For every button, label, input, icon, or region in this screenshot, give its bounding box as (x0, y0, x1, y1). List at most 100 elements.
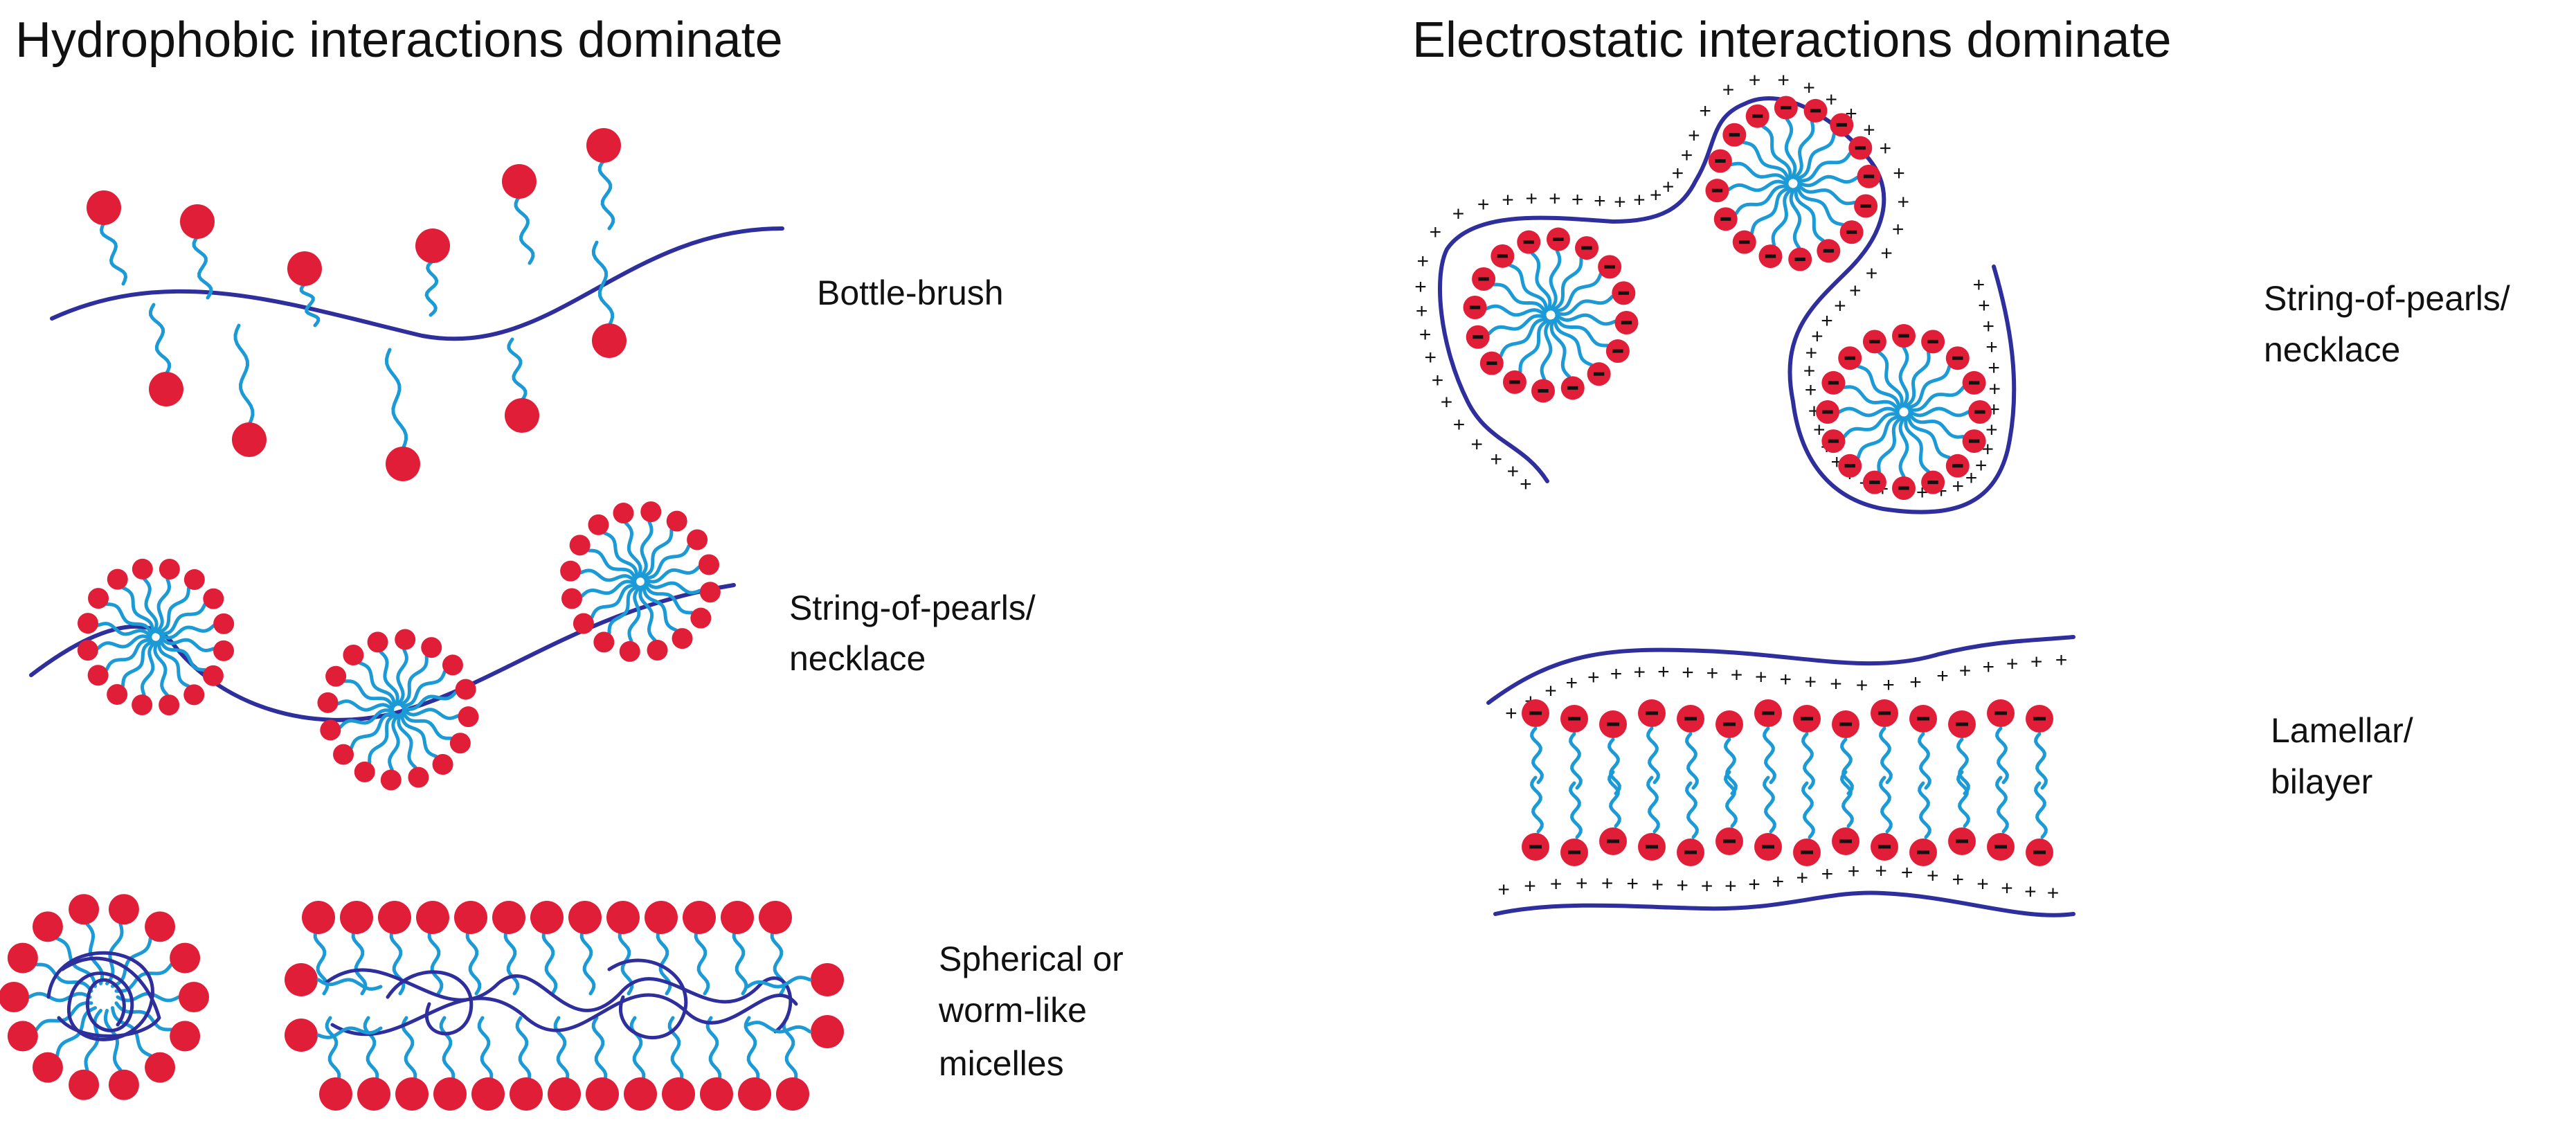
surfactant-head (568, 901, 602, 934)
surfactant-tail (1734, 184, 1790, 215)
positive-charge-sign: + (1985, 419, 1998, 442)
positive-charge-sign: + (1983, 656, 1995, 679)
surfactant-tail (1761, 125, 1792, 180)
surfactant-tail (159, 602, 207, 636)
surfactant-head (149, 372, 183, 406)
negative-charge-sign (1952, 464, 1963, 468)
negative-charge-sign (1823, 249, 1834, 253)
surfactant-tail (507, 337, 528, 402)
surfactant-tail (1908, 406, 1970, 418)
surfactant-tail (607, 584, 640, 635)
surfactant-head (432, 753, 453, 775)
surfactant-head (415, 228, 450, 263)
positive-charge-sign: + (1414, 276, 1427, 298)
surfactant-tail (192, 235, 213, 300)
positive-charge-sign: + (1748, 873, 1760, 896)
surfactant-tail (1907, 385, 1965, 412)
positive-charge-sign: + (1909, 671, 1922, 694)
surfactant-tail (439, 1016, 456, 1086)
positive-charge-sign: + (1849, 279, 1862, 302)
surfactant-tail (1789, 188, 1802, 250)
negative-charge-sign (1878, 711, 1891, 715)
surfactant-tail (121, 640, 154, 688)
positive-charge-sign: + (1805, 671, 1817, 694)
surfactant-tail (782, 1016, 798, 1086)
surfactant-tail (1518, 319, 1550, 374)
surfactant-tail (1796, 186, 1845, 226)
label-lamellar-2: bilayer (2271, 762, 2372, 801)
negative-charge-sign (1711, 188, 1723, 192)
surfactant-tail (643, 582, 694, 615)
positive-charge-sign: + (1989, 377, 2001, 400)
surfactant-head (343, 645, 364, 666)
positive-charge-sign: + (1432, 369, 1444, 392)
surfactant-tail (1856, 414, 1902, 460)
negative-charge-sign (1878, 845, 1891, 849)
surfactant-tail (1906, 414, 1952, 460)
positive-charge-sign: + (1610, 663, 1623, 685)
surfactant-head (492, 901, 525, 934)
surfactant-tail (1646, 775, 1660, 834)
negative-charge-sign (1621, 321, 1632, 325)
surfactant-tail (427, 926, 444, 996)
lamellar-bilayer-structure: ++++++++++++++++++++++++++++++++++++++++… (1486, 635, 2075, 917)
surfactant-tail (1499, 317, 1548, 358)
surfactant-tail (1904, 415, 1931, 474)
positive-charge-sign: + (1505, 702, 1517, 725)
negative-charge-sign (1927, 339, 1938, 343)
surfactant-tail (363, 1016, 379, 1086)
label-micelles-1: Spherical or (939, 940, 1124, 978)
positive-charge-sign: + (1688, 124, 1700, 147)
positive-charge-sign: + (1471, 433, 1484, 456)
surfactant-head (107, 683, 128, 705)
negative-charge-sign (1898, 486, 1909, 490)
positive-charge-sign: + (1880, 242, 1893, 264)
positive-charge-sign: + (2030, 651, 2043, 674)
positive-charge-sign: + (1826, 88, 1838, 111)
positive-charge-sign: + (1507, 460, 1520, 483)
surfactant-head (606, 901, 640, 934)
surfactant-tail (1763, 726, 1776, 784)
surfactant-head (588, 514, 609, 535)
negative-charge-sign (1810, 109, 1821, 113)
polymer-coil (323, 968, 793, 1034)
polymer-coil (330, 993, 798, 1037)
positive-charge-sign: + (1419, 323, 1432, 346)
surfactant-head (320, 719, 341, 741)
surfactant-tail (1549, 249, 1562, 311)
surfactant-head (107, 568, 128, 590)
negative-charge-sign (1581, 246, 1592, 250)
surfactant-tail (1540, 319, 1553, 381)
surfactant-head (454, 901, 487, 934)
surfactant-tail (641, 528, 674, 579)
negative-charge-sign (1472, 335, 1484, 339)
surfactant-tail (591, 240, 615, 328)
surfactant-tail (1877, 350, 1904, 409)
surfactant-tail (1607, 737, 1621, 796)
label-pearls-left-1: String-of-pearls/ (789, 589, 1036, 627)
negative-charge-sign (1994, 845, 2007, 849)
surfactant-head (132, 694, 153, 716)
polymer-coil (386, 970, 474, 1036)
positive-charge-sign: + (1777, 69, 1790, 91)
surfactant-tail (1879, 726, 1893, 784)
surfactant-tail (1741, 141, 1790, 181)
surfactant-tail (541, 926, 558, 996)
surfactant-tail (368, 712, 397, 765)
surfactant-head (108, 1069, 139, 1100)
surfactant-tail (465, 926, 482, 996)
positive-charge-sign: + (1803, 76, 1815, 99)
positive-charge-sign: + (1875, 859, 1887, 882)
surfactant-tail (643, 544, 691, 580)
positive-charge-sign: + (1477, 193, 1490, 216)
surfactant-tail (1906, 364, 1952, 410)
surfactant-tail (140, 640, 156, 697)
negative-charge-sign (2033, 717, 2046, 721)
polymer-coil (46, 951, 154, 1041)
surfactant-tail (1995, 726, 2009, 784)
surfactant-head (408, 766, 429, 788)
surfactant-tail (343, 679, 395, 709)
surfactant-head (690, 607, 712, 629)
negative-charge-sign (1968, 439, 1980, 443)
negative-charge-sign (2033, 850, 2046, 854)
